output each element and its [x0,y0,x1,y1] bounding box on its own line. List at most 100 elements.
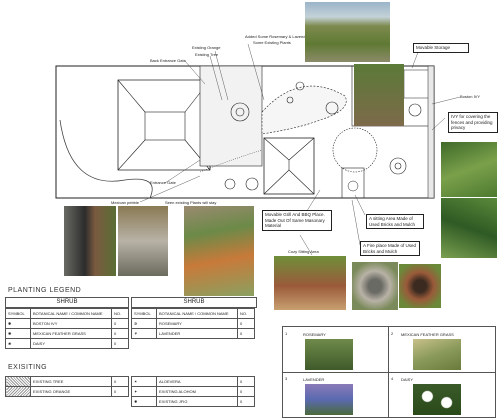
row-no: 0 [111,318,129,329]
row-name: EXISTING ALOHOM [156,386,238,397]
photo-ivy-fence [441,142,497,197]
label-some-existing: Some Existing Plants [253,40,291,45]
lawn-curve [261,85,347,135]
gallery-no: 4 [391,376,394,381]
gallery-no: 3 [285,376,288,381]
row-name: LAVENDER [156,328,238,339]
label-back-entrance: Back Entrance Gate [150,58,186,63]
site-plan [55,43,461,256]
row-no: 0 [237,376,255,387]
lavender-icon: ⚘ [131,328,157,339]
row-no: 0 [237,328,255,339]
planting-legend-title: PLANTING LEGEND [8,287,82,294]
row-name: BOSTON IVY [30,318,112,329]
label-added-rosemary: Added Some Rosemary & Lavender Plants [245,34,322,39]
photo-cozy-sitting [274,256,346,310]
ivy-fence [427,65,435,199]
table-row: ✲ ROSEMARY 0 [131,318,255,329]
alohom-icon: ✦ [131,386,157,397]
col-symbol: SYMBOL [5,308,31,319]
plant-gallery: 1 ROSEMARY 2 MEXICAN FEATHER GRASS 3 LAV… [282,326,496,418]
daisy-icon: ❀ [5,338,31,349]
label-mexican-pebble: Mexican pebble [111,200,140,205]
row-name: EXISTING ORANGE [30,386,112,397]
row-no: 0 [237,318,255,329]
existing-tree-icon [5,376,31,387]
existing-table-left: EXISTING TREE 0 EXISTING ORANGE 0 [5,376,129,397]
shrub-table-left: SYMBOL BOTANICAL NAME / COMMON NAME NO. … [5,308,129,349]
boston-ivy-icon: ✱ [5,318,31,329]
table-row: EXISTING ORANGE 0 [5,386,129,397]
table-row: ⚘ LAVENDER 0 [131,328,255,339]
sitting-area-circle [332,127,378,173]
photo-storage [354,64,404,126]
label-existing-orange: Existing Orange [192,45,221,50]
row-no: 0 [237,386,255,397]
table-row: ✹ EXISTING JFIG 0 [131,396,255,407]
photo-pebble-path-1 [64,206,116,276]
table-row: EXISTING TREE 0 [5,376,129,387]
label-existing-tree: Existing Tree [195,52,219,57]
col-no: NO. [237,308,255,319]
photo-succulents [184,206,254,296]
note-ivy-covering: IVY for covering the fences and providin… [448,112,498,133]
daisy-symbol [389,157,407,175]
row-name: EXISTING TREE [30,376,112,387]
fire-place [341,167,365,199]
main-house-roof [117,79,211,171]
row-no: 0 [111,386,129,397]
gallery-no: 1 [285,331,288,336]
gallery-no: 2 [391,331,394,336]
photo-rosemary-lavender-bed [305,2,390,62]
existing-tree-symbol [230,102,250,122]
table-row: ✺ MEXICAN FEATHER GRASS 0 [5,328,129,339]
photo-ivy-wall [441,198,497,258]
feather-grass-photo [413,339,461,370]
table-row: ❀ DAISY 0 [5,338,129,349]
row-name: ROSEMARY [156,318,238,329]
label-entrance-gate: Entrance Gate [150,180,176,185]
existing-legend-title: EXISITING [8,364,48,371]
daisy-photo [413,384,461,415]
shrub-heading-right: SHRUB [131,297,257,308]
gravel-area [199,65,263,167]
col-no: NO. [111,308,129,319]
row-name: ALOEVERA [156,376,238,387]
shrub-heading-left: SHRUB [5,297,129,308]
lavender-photo [305,384,353,415]
row-name: MEXICAN FEATHER GRASS [30,328,112,339]
note-movable-grill: Movable Grill And BBQ Place. Made Out Of… [262,210,332,231]
row-name: EXISTING JFIG [156,396,238,407]
rosemary-icon: ✲ [131,318,157,329]
gallery-label-daisy: DAISY [401,377,414,382]
label-cozy-sitting: Cozy Sitting Area [288,249,319,254]
label-seen-existing: Seen existing Plants will stay [165,200,217,205]
photo-fire-ring [352,262,398,310]
label-boston-ivy: Boston IVY [460,94,481,99]
table-row: ✱ BOSTON IVY 0 [5,318,129,329]
gallery-label-feather-grass: MEXICAN FEATHER GRASS [401,332,454,337]
existing-orange-icon [5,386,31,397]
pebble-path [199,149,263,173]
table-header-row: SYMBOL BOTANICAL NAME / COMMON NAME NO. [5,308,129,319]
note-sitting-area: A sitting Area Made of Used Bricks and M… [366,214,424,229]
gallery-label-lavender: LAVENDER [303,377,325,382]
row-no: 0 [237,396,255,407]
col-symbol: SYMBOL [131,308,157,319]
table-header-row: SYMBOL BOTANICAL NAME / COMMON NAME NO. [131,308,255,319]
photo-pebble-path-2 [118,206,168,276]
gallery-label-rosemary: ROSEMARY [303,332,326,337]
driveway-curve [59,119,153,199]
garage-roof [263,137,315,195]
table-row: ✴ ALOEVERA 0 [131,376,255,387]
row-name: DAISY [30,338,112,349]
table-row: ✦ EXISTING ALOHOM 0 [131,386,255,397]
feather-grass-icon: ✺ [5,328,31,339]
row-no: 0 [111,338,129,349]
gallery-divider-h [283,372,495,373]
shrub-table-right: SYMBOL BOTANICAL NAME / COMMON NAME NO. … [131,308,255,339]
note-fire-place: A Fire place Made of Used Bricks and Mul… [360,241,420,256]
jfig-icon: ✹ [131,396,157,407]
col-name: BOTANICAL NAME / COMMON NAME [156,308,238,319]
row-no: 0 [111,376,129,387]
